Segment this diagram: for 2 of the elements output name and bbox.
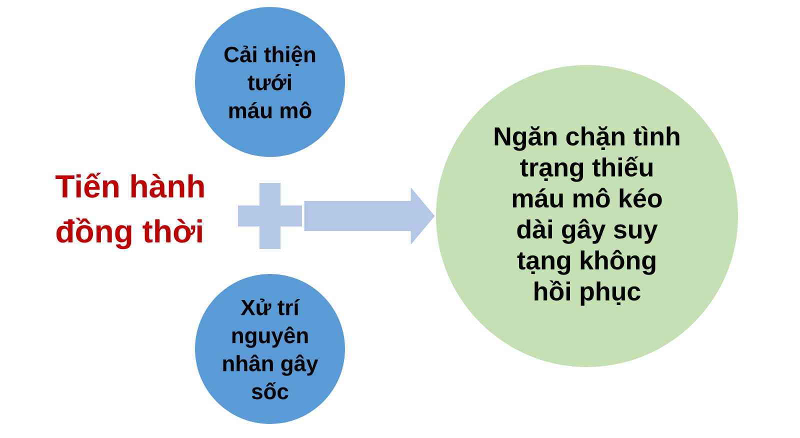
plus-sign [238,182,302,249]
side-heading: Tiến hành đồng thời [56,172,204,250]
